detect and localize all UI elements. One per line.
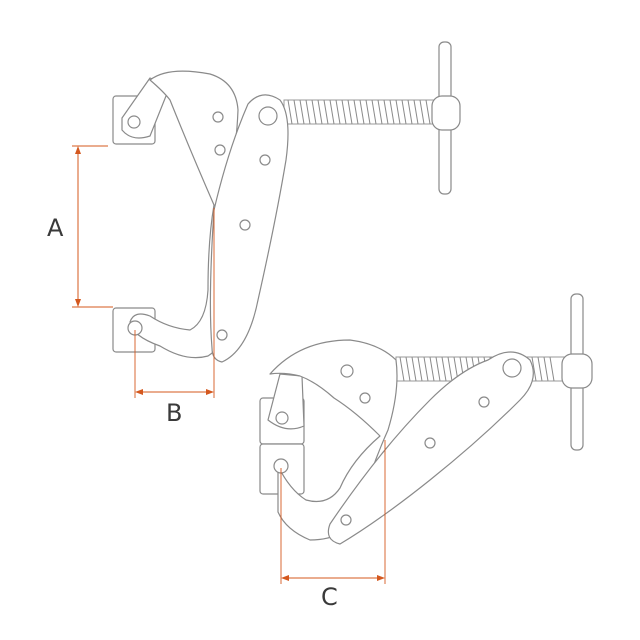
clamp-open-hole: [214, 144, 226, 156]
clamp-open-hole: [216, 329, 228, 341]
dimension-b-label: B: [166, 399, 182, 427]
clamp-open-screw-coil: [283, 99, 435, 125]
clamp-open-hole: [127, 115, 141, 129]
clamp-closed-view: [259, 293, 593, 545]
clamp-open-handle-hub: [431, 95, 461, 131]
clamp-closed-hole: [424, 437, 436, 449]
clamp-open-hole: [239, 219, 251, 231]
dimension-c-label: C: [321, 583, 338, 611]
clamp-closed-handle-hub: [561, 353, 593, 389]
clamp-open-hole: [259, 154, 271, 166]
dimension-a: A: [47, 145, 113, 308]
clamp-open-pivot: [258, 106, 278, 126]
clamp-open-hole: [212, 111, 224, 123]
clamp-open-view: [112, 41, 461, 363]
clamp-closed-hole: [340, 514, 352, 526]
dimension-a-label: A: [47, 214, 64, 242]
dimension-c: C: [280, 440, 386, 611]
clamp-closed-hole: [340, 364, 354, 378]
clamp-closed-pivot: [502, 358, 522, 378]
clamp-closed-hole: [478, 396, 490, 408]
dimension-b: B: [134, 208, 215, 427]
clamp-closed-hole: [359, 392, 371, 404]
clamp-closed-hole: [275, 411, 289, 425]
